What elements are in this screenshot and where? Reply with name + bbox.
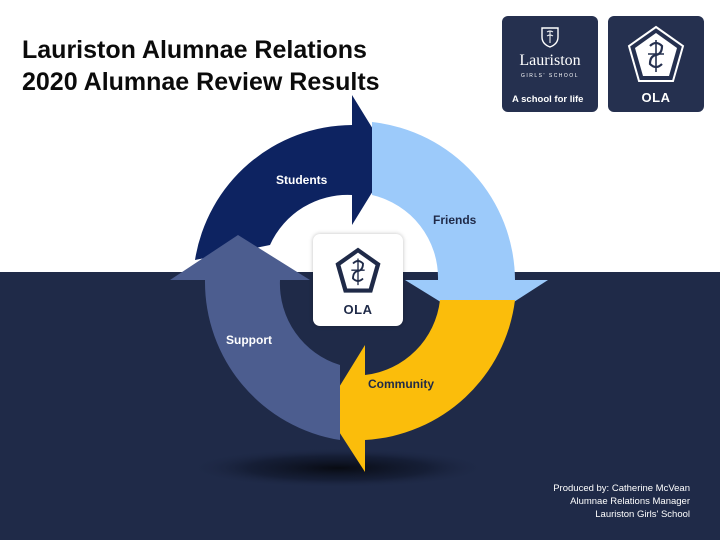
lauriston-logo: Lauriston GIRLS' SCHOOL A school for lif… [502, 16, 598, 112]
credits-block: Produced by: Catherine McVean Alumnae Re… [553, 482, 690, 521]
credits-line-1: Produced by: Catherine McVean [553, 483, 690, 494]
center-ola-logo: OLA [313, 234, 403, 326]
cycle-shadow [188, 448, 488, 488]
credits-line-2: Alumnae Relations Manager [570, 496, 690, 507]
segment-support-arrow [170, 235, 340, 440]
lauriston-tagline: A school for life [512, 94, 584, 105]
center-ola-text: OLA [343, 302, 373, 317]
segment-students-arrow [195, 95, 392, 260]
center-ola-pentagon-icon [335, 247, 381, 293]
segment-community-arrow [325, 300, 515, 472]
title-line-2: 2020 Alumnae Review Results [22, 68, 380, 96]
segment-friends-arrow [372, 122, 548, 325]
ola-logo: OLA [608, 16, 704, 112]
title-line-1: Lauriston Alumnae Relations [22, 36, 367, 64]
lauriston-subtitle: GIRLS' SCHOOL [521, 73, 579, 79]
lauriston-name: Lauriston [519, 52, 581, 69]
ola-pentagon-icon [627, 25, 685, 82]
segment-label-friends: Friends [433, 213, 477, 227]
credits-line-3: Lauriston Girls' School [595, 509, 690, 520]
segment-label-community: Community [368, 377, 434, 391]
segment-label-students: Students [276, 173, 328, 187]
ola-logo-text: OLA [641, 90, 671, 105]
segment-label-support: Support [226, 333, 272, 347]
slide-title: Lauriston Alumnae Relations 2020 Alumnae… [22, 34, 380, 98]
lauriston-crest-icon [541, 27, 559, 48]
